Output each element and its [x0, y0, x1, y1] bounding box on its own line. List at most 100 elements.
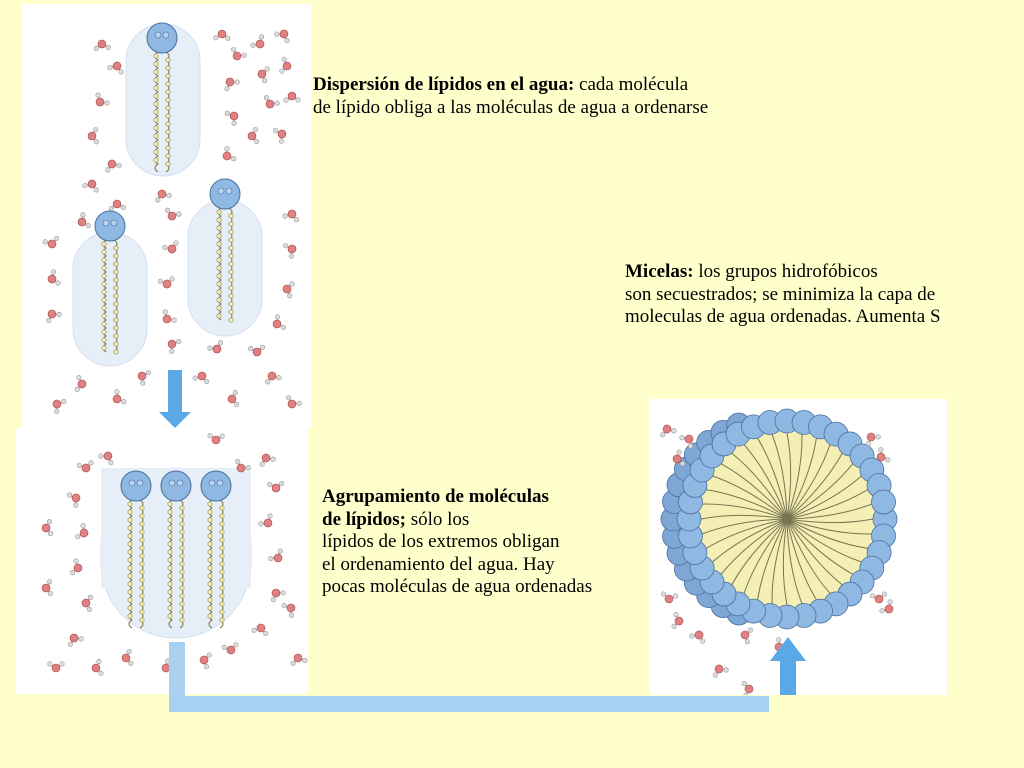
water-molecule [207, 433, 225, 445]
clustered-lipids-illustration [16, 428, 308, 694]
lipid-molecule [94, 210, 126, 355]
water-molecule [672, 449, 686, 467]
water-molecule [689, 630, 706, 644]
water-molecule [199, 652, 212, 670]
water-molecule [283, 243, 297, 259]
water-molecule [95, 92, 110, 107]
caption-dispersion-body: cada molécula de lípido obliga a las mol… [313, 74, 709, 118]
water-molecule [268, 548, 283, 563]
water-molecule [227, 390, 240, 408]
water-molecule [66, 492, 81, 508]
water-molecule [192, 371, 210, 385]
water-molecule [263, 95, 280, 109]
water-molecule [108, 199, 126, 212]
water-molecule [865, 432, 881, 447]
water-molecule [222, 146, 237, 162]
water-molecule [712, 664, 729, 678]
micelle-head [871, 489, 896, 515]
water-molecule [52, 398, 67, 414]
ordered-water-shell [72, 231, 148, 367]
water-molecule [82, 179, 99, 193]
water-molecule [167, 338, 182, 354]
water-molecule [273, 128, 287, 144]
water-molecule [47, 661, 65, 673]
water-molecule [213, 29, 231, 41]
water-molecule [282, 209, 300, 223]
water-molecule [235, 459, 251, 473]
caption-dispersion-title: Dispersión de lípidos en el agua: [313, 74, 575, 95]
water-molecule [290, 653, 308, 666]
water-molecule [231, 47, 247, 61]
micelle-illustration [649, 399, 947, 695]
water-molecule [105, 159, 122, 173]
lipid-molecule [120, 470, 152, 629]
water-molecule [112, 389, 127, 405]
water-molecule [671, 611, 684, 629]
water-molecule [162, 240, 179, 254]
water-molecule [660, 424, 677, 438]
water-molecule [98, 451, 114, 466]
water-molecule [93, 39, 111, 51]
water-molecule [164, 207, 182, 221]
water-molecule [876, 447, 891, 463]
water-molecule [75, 523, 89, 540]
caption-micelas: Micelas: los grupos hidrofóbicos son sec… [625, 261, 941, 329]
water-molecule [257, 66, 270, 84]
water-molecule [740, 627, 753, 645]
water-molecule [248, 344, 266, 357]
water-molecule [282, 281, 295, 299]
water-molecule [224, 77, 240, 92]
water-molecule [221, 642, 239, 655]
water-molecule [41, 579, 53, 597]
water-molecule [258, 513, 273, 528]
caption-agrupamiento: Agrupamiento de moléculas de lípidos; só… [322, 486, 592, 599]
water-molecule [265, 371, 282, 385]
lipid-molecule [146, 22, 178, 173]
caption-agrupamiento-body: sólo los lípidos de los extremos obligan… [322, 508, 593, 598]
water-molecule [281, 603, 296, 618]
water-molecule [879, 599, 894, 614]
water-molecule [157, 276, 175, 289]
caption-dispersion: Dispersión de lípidos en el agua: cada m… [313, 74, 708, 119]
water-molecule [81, 594, 94, 612]
water-molecule [869, 591, 887, 604]
water-molecule [77, 212, 91, 229]
water-molecule [267, 481, 285, 493]
water-molecule [259, 453, 276, 467]
water-molecule [47, 269, 61, 286]
down-arrow [159, 370, 191, 428]
water-molecule [87, 127, 99, 145]
water-molecule [250, 34, 265, 49]
lipid-molecule [200, 470, 232, 629]
water-molecule [251, 623, 269, 636]
water-molecule [162, 309, 177, 324]
water-molecule [74, 374, 87, 392]
water-molecule [661, 591, 679, 604]
caption-micelas-body: los grupos hidrofóbicos son secuestrados… [625, 261, 941, 327]
water-molecule [76, 460, 94, 473]
water-molecule [270, 588, 286, 603]
water-molecule [46, 309, 62, 324]
lipid-molecule [209, 178, 241, 323]
water-molecule [137, 370, 151, 386]
water-molecule [279, 56, 292, 74]
water-molecule [741, 680, 754, 695]
ordered-water-shell [187, 199, 263, 337]
up-arrow [770, 637, 806, 695]
water-molecule [69, 558, 83, 576]
caption-micelas-title: Micelas: [625, 261, 694, 282]
water-molecule [107, 61, 124, 75]
water-molecule [224, 110, 239, 126]
water-molecule [272, 314, 286, 330]
water-molecule [121, 648, 134, 666]
water-molecule [41, 519, 54, 537]
water-molecule [286, 395, 302, 409]
dispersed-lipids-illustration [22, 4, 311, 428]
water-molecule [679, 434, 694, 449]
water-molecule [247, 127, 260, 145]
water-molecule [155, 189, 172, 203]
connector-bar [169, 642, 769, 712]
water-molecule [207, 340, 224, 354]
caption-agrupamiento-title: Agrupamiento de moléculas de lípidos; [322, 486, 549, 530]
water-molecule [67, 633, 84, 647]
